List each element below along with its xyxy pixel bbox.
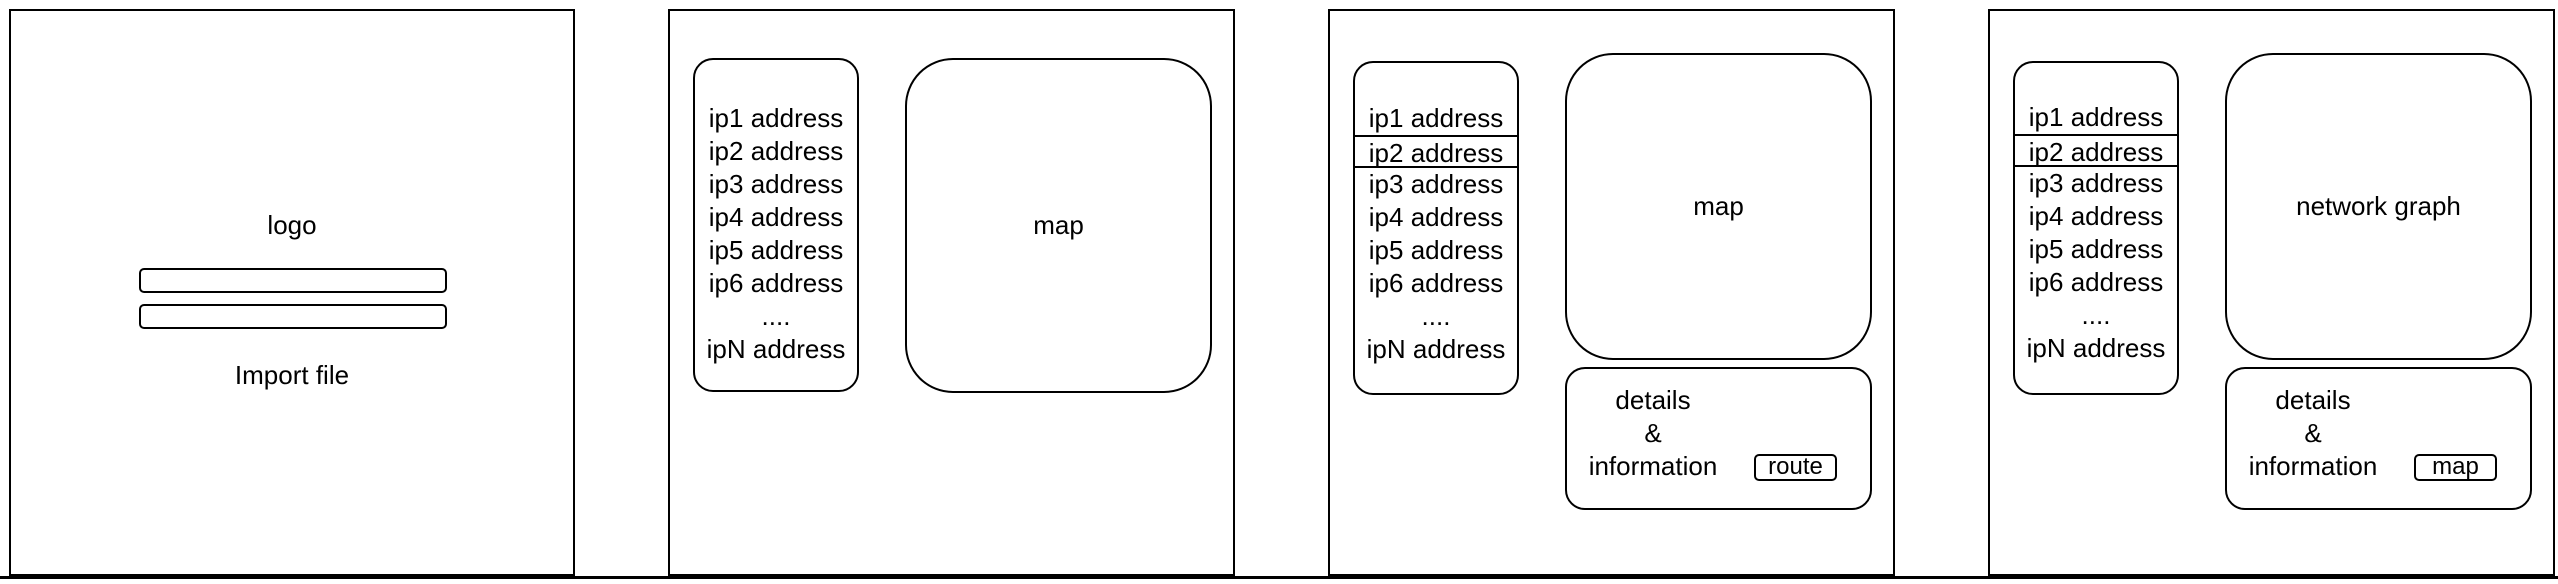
network-graph-label: network graph bbox=[2296, 191, 2461, 221]
map-panel: map bbox=[1565, 53, 1872, 360]
ip-list-item[interactable]: ip6 address bbox=[1368, 268, 1504, 298]
ip-list-item[interactable]: ip1 address bbox=[708, 103, 844, 133]
ip-list-item[interactable]: ip6 address bbox=[2028, 267, 2164, 297]
ip-list-item[interactable]: .... bbox=[2081, 300, 2111, 330]
import-file-button[interactable]: Import file bbox=[234, 360, 350, 390]
map-panel: map bbox=[905, 58, 1212, 393]
ip-list-item[interactable]: .... bbox=[1421, 301, 1451, 331]
ip-list-item[interactable]: ip4 address bbox=[1368, 202, 1504, 232]
details-text-line1: details bbox=[1615, 385, 1691, 415]
ip-list-item[interactable]: ip1 address bbox=[2028, 102, 2164, 132]
map-label: map bbox=[1693, 191, 1744, 221]
ip-list-item[interactable]: ip2 address bbox=[1353, 135, 1519, 168]
details-text-line1: details bbox=[2275, 385, 2351, 415]
ip-list-item[interactable]: ip5 address bbox=[2028, 234, 2164, 264]
details-panel: details & information route bbox=[1565, 367, 1872, 510]
network-graph-panel: network graph bbox=[2225, 53, 2532, 360]
map-button[interactable]: map bbox=[2414, 454, 2497, 481]
ip-list-item[interactable]: ipN address bbox=[1366, 334, 1506, 364]
ip-list-item[interactable]: ip5 address bbox=[1368, 235, 1504, 265]
ip-list-item[interactable]: ip2 address bbox=[2013, 134, 2179, 167]
input-field-2[interactable] bbox=[139, 304, 447, 329]
ip-list-item[interactable]: ipN address bbox=[706, 334, 846, 364]
ip-list-item[interactable]: ip5 address bbox=[708, 235, 844, 265]
details-text-line2: & bbox=[2304, 418, 2322, 448]
ip-list-item[interactable]: ip3 address bbox=[1368, 169, 1504, 199]
map-label: map bbox=[1033, 210, 1084, 240]
screen-import: logo Import file bbox=[9, 9, 575, 576]
input-field-1[interactable] bbox=[139, 268, 447, 293]
ip-list-item[interactable]: ip4 address bbox=[708, 202, 844, 232]
ip-list-item[interactable]: ip4 address bbox=[2028, 201, 2164, 231]
ip-list-item[interactable]: .... bbox=[761, 301, 791, 331]
logo: logo bbox=[267, 210, 317, 240]
ip-list-item[interactable]: ip3 address bbox=[708, 169, 844, 199]
baseline-divider bbox=[0, 576, 2558, 579]
ip-list-item[interactable]: ip2 address bbox=[708, 136, 844, 166]
ip-list-item[interactable]: ip3 address bbox=[2028, 168, 2164, 198]
details-text-line3: information bbox=[2248, 451, 2378, 481]
route-button[interactable]: route bbox=[1754, 454, 1837, 481]
details-panel: details & information map bbox=[2225, 367, 2532, 510]
ip-list-item[interactable]: ipN address bbox=[2026, 333, 2166, 363]
details-text-line2: & bbox=[1644, 418, 1662, 448]
details-text-line3: information bbox=[1588, 451, 1718, 481]
ip-list-item[interactable]: ip6 address bbox=[708, 268, 844, 298]
ip-list-item[interactable]: ip1 address bbox=[1368, 103, 1504, 133]
